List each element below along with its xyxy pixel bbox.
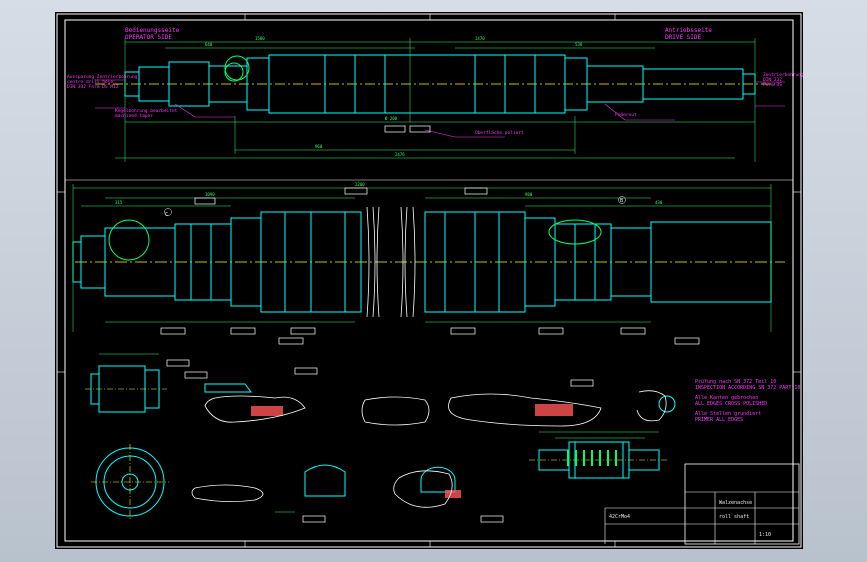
svg-text:DIN 332: DIN 332 [763, 77, 782, 83]
note-edges-en: ALL EDGES CROSS POLISHED [695, 401, 767, 407]
svg-text:640: 640 [205, 42, 213, 47]
svg-text:530: 530 [575, 42, 583, 47]
svg-text:1580: 1580 [255, 36, 265, 41]
svg-text:Kegelbohrung bearbeitet: Kegelbohrung bearbeitet [115, 108, 178, 114]
detail-views[interactable] [85, 353, 676, 523]
svg-text:Federnut: Federnut [615, 112, 637, 118]
pins-array [567, 450, 617, 466]
operator-side-en: OPERATOR SIDE [125, 34, 172, 41]
svg-text:C: C [165, 212, 168, 218]
break-lines [366, 206, 416, 318]
svg-text:Aussparung Zentrierbohrung: Aussparung Zentrierbohrung [67, 74, 138, 80]
svg-text:machined taper: machined taper [115, 113, 153, 119]
svg-text:centre drill hole: centre drill hole [67, 79, 113, 85]
title-block[interactable] [604, 463, 800, 545]
operator-side-de: Bedienungsseite [125, 27, 180, 34]
title-block-title-de: Walzenachse [719, 500, 752, 506]
svg-text:2200: 2200 [355, 182, 365, 187]
title-block-title-en: roll shaft [719, 514, 749, 520]
outer-frame [56, 13, 802, 548]
svg-text:960: 960 [315, 144, 323, 149]
svg-text:430: 430 [655, 200, 663, 205]
title-block-scale: 1:10 [759, 532, 771, 538]
note-inspection-de: Prüfung nach SN 372 Teil 10 [695, 379, 776, 385]
frame-ticks [57, 14, 801, 547]
note-primer-en: PRIMER ALL EDGES [695, 417, 743, 423]
svg-text:Form DS: Form DS [763, 82, 782, 88]
note-inspection-en: INSPECTION ACCORDING SN 372 PART 10 [695, 385, 800, 391]
svg-text:315: 315 [115, 200, 123, 205]
drive-side-en: DRIVE SIDE [665, 34, 702, 41]
drawing-canvas: Aussparung Zentrierbohrung centre drill … [56, 13, 803, 548]
svg-text:Ø 200: Ø 200 [385, 116, 398, 121]
svg-text:Zentrierbohrung: Zentrierbohrung [763, 72, 803, 78]
drive-side-de: Antriebsseite [665, 27, 712, 34]
svg-text:1090: 1090 [205, 192, 215, 197]
svg-text:B: B [620, 198, 623, 204]
inner-frame [64, 19, 794, 542]
svg-text:2476: 2476 [395, 152, 405, 157]
drawing-sheet[interactable]: Aussparung Zentrierbohrung centre drill … [55, 12, 803, 549]
title-block-material: 42CrMo4 [609, 514, 630, 520]
svg-text:Oberfläche poliert: Oberfläche poliert [475, 130, 524, 136]
top-shaft-view[interactable]: Aussparung Zentrierbohrung centre drill … [67, 36, 803, 162]
note-primer-de: Alle Stellen grundiert [695, 411, 761, 417]
svg-text:980: 980 [525, 192, 533, 197]
svg-text:DIN 332 Form DS M12: DIN 332 Form DS M12 [67, 84, 119, 90]
hatched-sections [251, 404, 573, 498]
note-edges-de: Alle Kanten gebrochen [695, 395, 758, 401]
svg-text:1470: 1470 [475, 36, 485, 41]
middle-detail-view[interactable]: C B 2200 1090 980 315 430 [65, 179, 793, 345]
